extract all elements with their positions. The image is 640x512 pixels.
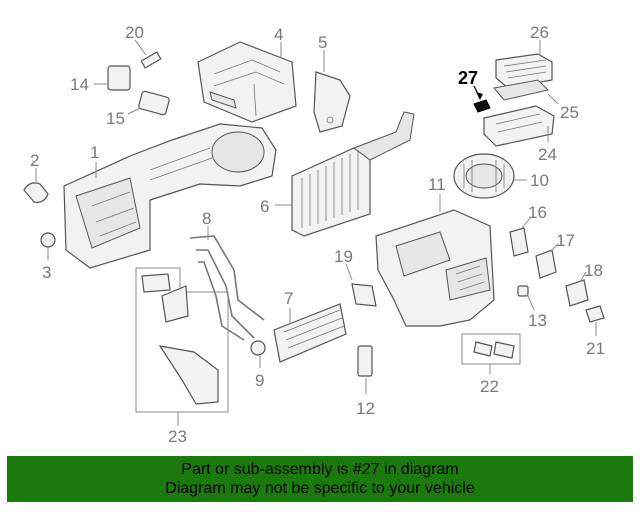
callout-25: 25 (560, 103, 579, 122)
part-13 (517, 285, 535, 311)
callout-3: 3 (42, 263, 51, 282)
part-7 (273, 303, 347, 363)
callout-12: 12 (356, 399, 375, 418)
callout-24: 24 (538, 145, 557, 164)
callout-20: 20 (125, 23, 144, 42)
part-9 (250, 340, 266, 368)
callout-4: 4 (274, 25, 283, 44)
banner-line-1: Part or sub-assembly is #27 in diagram (181, 461, 459, 478)
callout-5: 5 (318, 33, 327, 52)
callout-10: 10 (530, 171, 549, 190)
part-8 (189, 226, 265, 341)
part-27 (473, 85, 491, 113)
callout-22: 22 (480, 377, 499, 396)
callout-23: 23 (168, 427, 187, 446)
part-12 (357, 345, 373, 394)
part-3 (40, 232, 56, 260)
parts-diagram: 20 14 15 4 5 1 2 3 6 8 7 9 23 19 12 11 1… (23, 23, 605, 446)
part-5 (313, 50, 351, 133)
callout-27: 27 (458, 68, 478, 88)
part-16 (509, 217, 531, 257)
part-2 (23, 168, 49, 203)
part-11 (375, 194, 495, 327)
callout-2: 2 (30, 151, 39, 170)
callout-8: 8 (202, 209, 211, 228)
callout-7: 7 (284, 289, 293, 308)
part-22 (461, 333, 521, 374)
callout-18: 18 (584, 261, 603, 280)
part-15 (127, 90, 170, 116)
part-10 (453, 153, 527, 199)
callout-15: 15 (106, 109, 125, 128)
banner-line-2: Diagram may not be specific to your vehi… (165, 480, 475, 497)
callout-16: 16 (528, 203, 547, 222)
part-19 (345, 263, 377, 307)
part-24 (483, 105, 555, 147)
callout-13: 13 (528, 311, 547, 330)
callout-1: 1 (90, 143, 99, 162)
callout-6: 6 (260, 197, 269, 216)
part-6 (275, 111, 415, 237)
callout-21: 21 (586, 339, 605, 358)
callout-9: 9 (255, 371, 264, 390)
part-21 (585, 305, 605, 336)
part-26 (495, 40, 553, 89)
callout-11: 11 (428, 175, 446, 194)
part-17 (535, 243, 559, 279)
part-14 (94, 65, 131, 91)
info-banner: Part or sub-assembly is #27 in diagram D… (7, 456, 633, 502)
callout-19: 19 (334, 247, 353, 266)
part-20 (134, 39, 162, 69)
callout-26: 26 (530, 23, 549, 42)
callout-14: 14 (70, 75, 89, 94)
part-23 (135, 267, 229, 426)
part-1 (63, 123, 277, 269)
part-25 (493, 79, 559, 105)
callout-17: 17 (556, 231, 575, 250)
part-4 (197, 41, 297, 123)
part-18 (565, 271, 589, 307)
